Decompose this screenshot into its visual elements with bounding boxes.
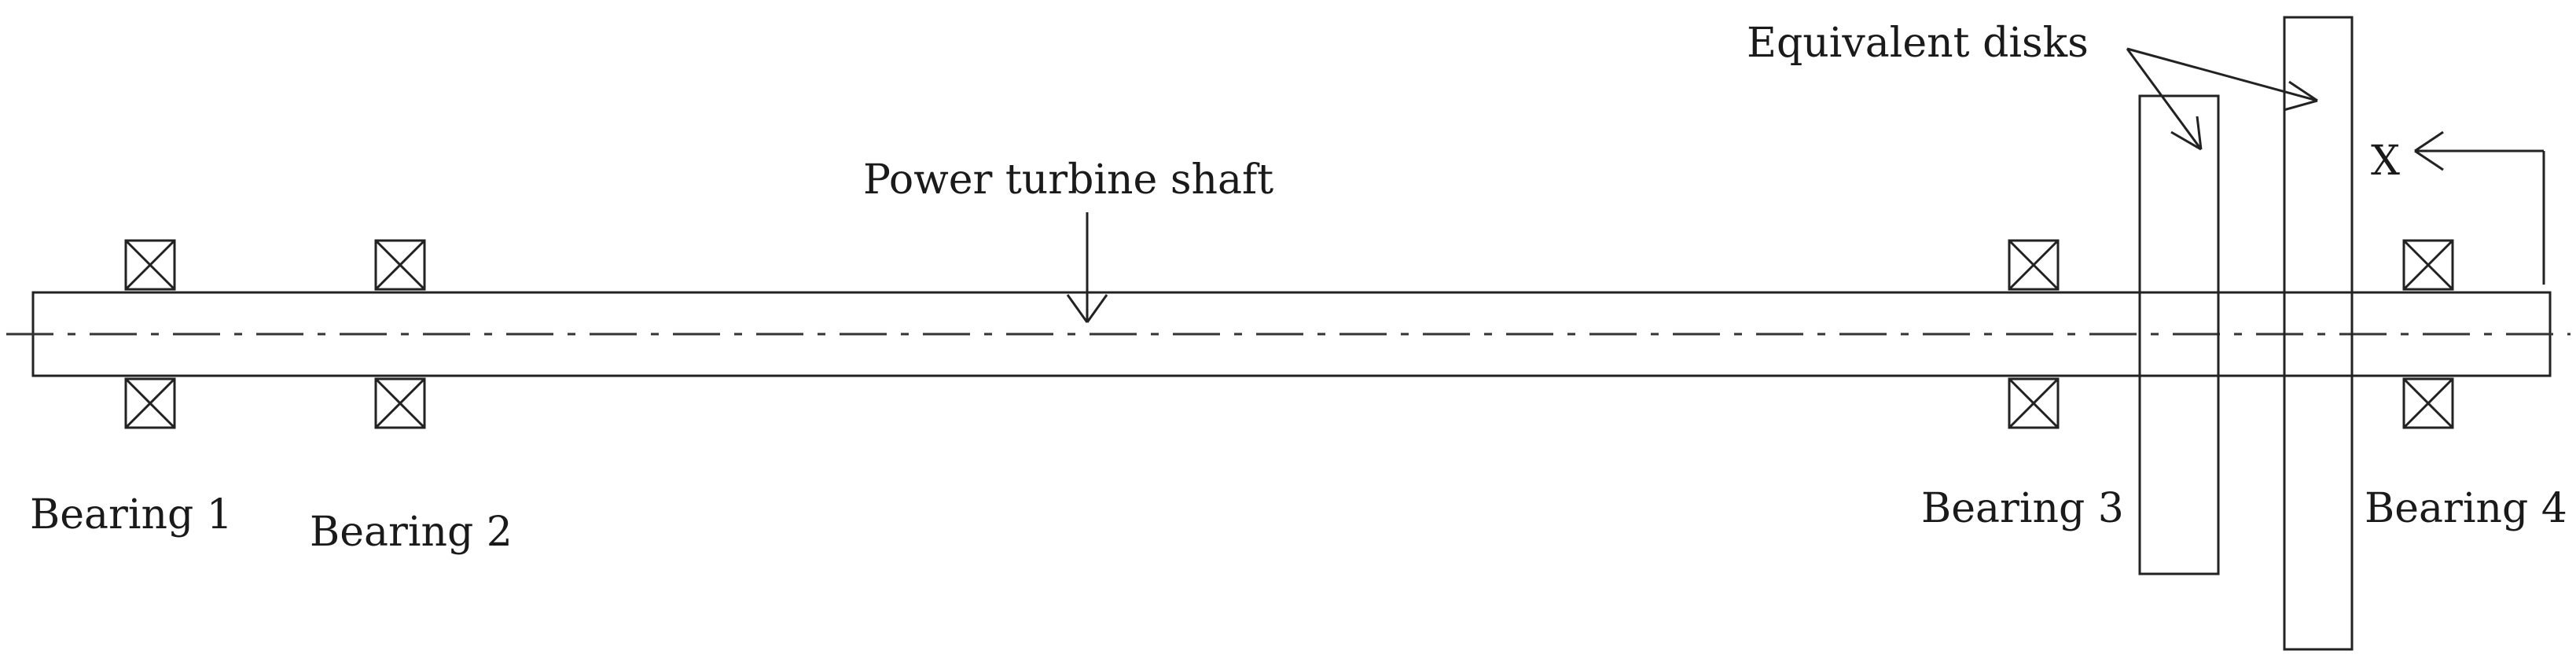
bearing-4-symbol [2402, 239, 2454, 429]
shaft-arrow [1066, 212, 1108, 323]
bearing-3-label: Bearing 3 [1921, 485, 2124, 532]
bearing-1-label: Bearing 1 [30, 491, 233, 539]
equivalent-disk-1 [2138, 94, 2220, 575]
x-axis-arrow [2414, 130, 2545, 285]
bearing-3-symbol [2008, 239, 2060, 429]
power-turbine-shaft-label: Power turbine shaft [863, 156, 1273, 204]
x-axis-label: X [2371, 138, 2400, 185]
disk-arrow-2 [2126, 47, 2318, 112]
equivalent-disks-label: Equivalent disks [1747, 20, 2089, 67]
bearing-2-symbol [374, 239, 426, 429]
bearing-4-label: Bearing 4 [2365, 485, 2567, 532]
equivalent-disk-2 [2283, 16, 2354, 651]
disk-arrow-1 [2126, 48, 2203, 151]
bearing-1-symbol [124, 239, 176, 429]
bearing-2-label: Bearing 2 [310, 509, 513, 556]
